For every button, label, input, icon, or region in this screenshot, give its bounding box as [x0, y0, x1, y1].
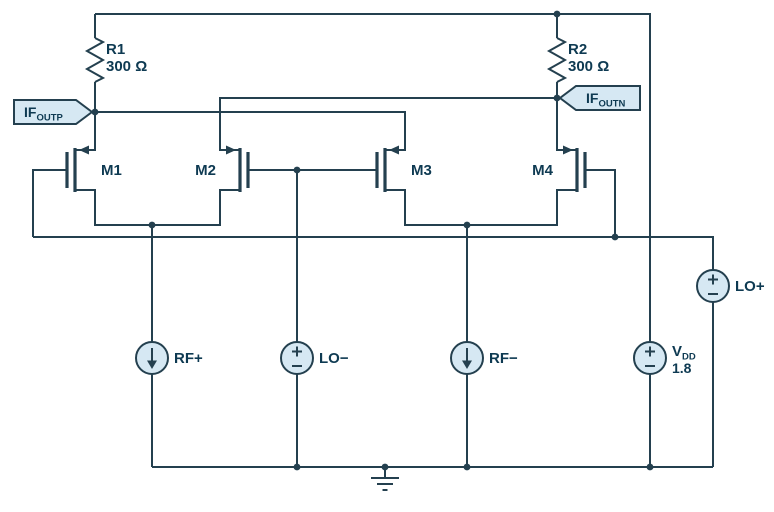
lominus-label: LO− [319, 350, 349, 367]
rfminus-arrow-head [462, 360, 472, 369]
ifoutp-sub: OUTP [36, 113, 63, 124]
loplus-circle [696, 269, 730, 303]
source-rf-minus: RF− [450, 341, 518, 375]
m4-arrow [563, 145, 573, 155]
wire-top-rail [95, 13, 651, 342]
ifoutn-flag-shape [558, 85, 641, 111]
net-ifoutp [75, 111, 406, 151]
m3-arrow [389, 145, 399, 155]
junction-lominus-bottom [293, 463, 301, 471]
junction-rfminus-bottom [463, 463, 471, 471]
source-lo-minus: LO− [280, 341, 349, 375]
ifoutn-sub: OUTN [598, 99, 625, 110]
mosfet-m4: M4 [532, 145, 587, 192]
ground-icon [371, 477, 399, 491]
junction-rfminus-sources [463, 221, 471, 229]
mosfet-m3: M3 [375, 145, 432, 192]
wire-m3-m4-sources [385, 189, 577, 226]
source-lo-plus: LO+ [696, 269, 765, 303]
m3-label: M3 [411, 162, 432, 179]
junction-ifoutp [91, 108, 99, 116]
ifoutn-label: IFOUTN [586, 90, 626, 110]
source-vdd: VDD 1.8 [633, 341, 696, 376]
net-rf-plus [75, 189, 240, 467]
ifoutp-flag-shape [13, 99, 94, 125]
wire-ifoutn-m2-drain [219, 97, 557, 151]
mosfet-m2: M2 [195, 145, 250, 192]
wire-loplus-rail [33, 236, 714, 270]
net-ground [152, 466, 713, 491]
vdd-value: 1.8 [672, 360, 692, 376]
junction-rfplus-sources [148, 221, 156, 229]
wire-m4-gate [585, 169, 616, 237]
rfplus-label: RF+ [174, 350, 203, 367]
r1-zigzag [84, 37, 106, 83]
vdd-plus-sign [645, 346, 655, 357]
m1-arrow [79, 145, 89, 155]
vdd-label: VDD [672, 343, 696, 363]
resistor-r1: R1 300 Ω [84, 14, 147, 112]
source-rf-plus: RF+ [135, 341, 203, 375]
ifoutp-base: IF [24, 104, 37, 120]
loplus-label: LO+ [735, 278, 765, 295]
junction-m4-gate-rail [611, 233, 619, 241]
net-rf-minus [385, 189, 577, 467]
vdd-sub: DD [682, 352, 696, 363]
m4-label: M4 [532, 162, 553, 179]
mosfet-m1: M1 [65, 145, 122, 192]
wire-m1-gate [32, 169, 67, 237]
junction-vdd-bottom [646, 463, 654, 471]
flag-ifoutn: IFOUTN [558, 85, 641, 111]
net-lo-minus [248, 169, 377, 467]
junction-ground-bottom [381, 463, 389, 471]
ifoutn-base: IF [586, 90, 599, 106]
loplus-plus-sign [708, 274, 718, 285]
m2-arrow [226, 145, 236, 155]
ifoutp-label: IFOUTP [24, 104, 64, 124]
r1-name: R1 [106, 41, 125, 58]
junction-r2-top [553, 10, 561, 18]
rfminus-label: RF− [489, 350, 518, 367]
resistor-r2: R2 300 Ω [546, 14, 609, 98]
junction-lominus-gates [293, 166, 301, 174]
vdd-base: V [672, 343, 682, 360]
net-lo-plus [32, 169, 714, 467]
rfplus-arrow-head [147, 360, 157, 369]
r2-name: R2 [568, 41, 587, 58]
m1-label: M1 [101, 162, 122, 179]
r2-value: 300 Ω [568, 58, 609, 75]
r2-zigzag [546, 37, 568, 83]
lominus-circle [280, 341, 314, 375]
r1-value: 300 Ω [106, 58, 147, 75]
vdd-circle [633, 341, 667, 375]
net-vdd [95, 13, 651, 467]
net-ifoutn [219, 97, 577, 151]
junction-ifoutn [553, 94, 561, 102]
lominus-plus-sign [292, 346, 302, 357]
wire-m1-m2-sources [75, 189, 240, 226]
m2-label: M2 [195, 162, 216, 179]
wire-ifoutp-m3-drain [95, 111, 406, 151]
flag-ifoutp: IFOUTP [13, 99, 94, 125]
junction-dots [91, 10, 654, 471]
